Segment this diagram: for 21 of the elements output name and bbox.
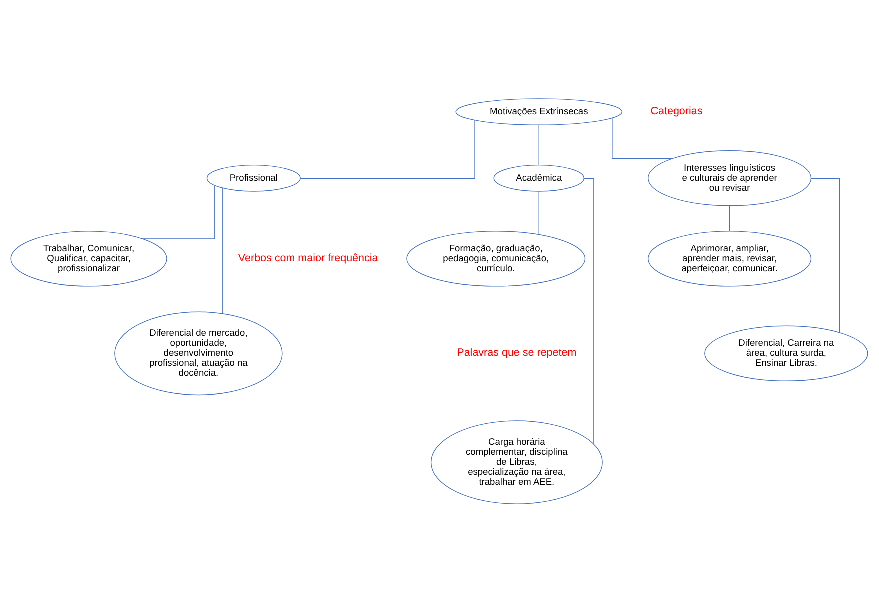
node-ellipse: Aprimorar, ampliar, aprender mais, revisar, aperfeiçoar, comunicar. [648, 231, 812, 287]
label: Palavras que se repetem [457, 347, 577, 360]
connector [222, 188, 223, 314]
node-ellipse: Acadêmica [494, 164, 585, 192]
connector [612, 118, 674, 160]
connector [811, 178, 840, 334]
node-ellipse: Interesses linguísticos e culturais de aprender ou revisar [648, 150, 812, 206]
node-ellipse: Motivações Extrínsecas [456, 98, 623, 126]
node-ellipse: Formação, graduação, pedagogia, comunicação, currículo. [406, 231, 586, 287]
node-ellipse: Carga horária complementar, disciplina de Libras, especialização na área, trabalhar em AEE. [430, 420, 603, 504]
node-ellipse: Diferencial de mercado, oportunidade, desenvolvimento profissional, atuação na docência. [114, 312, 283, 396]
connector [538, 125, 540, 166]
label: Categorias [650, 106, 703, 118]
connector [538, 191, 540, 236]
connector [142, 185, 216, 240]
connector [300, 120, 476, 180]
connector [729, 206, 730, 232]
label: Verbos com maior frequência [238, 252, 378, 264]
node-ellipse: Diferencial, Carreira na área, cultura surda, Ensinar Libras. [704, 326, 868, 382]
node-ellipse: Trabalhar, Comunicar, Qualificar, capacitar, profissionalizar [10, 231, 168, 287]
node-ellipse: Profissional [206, 164, 301, 192]
